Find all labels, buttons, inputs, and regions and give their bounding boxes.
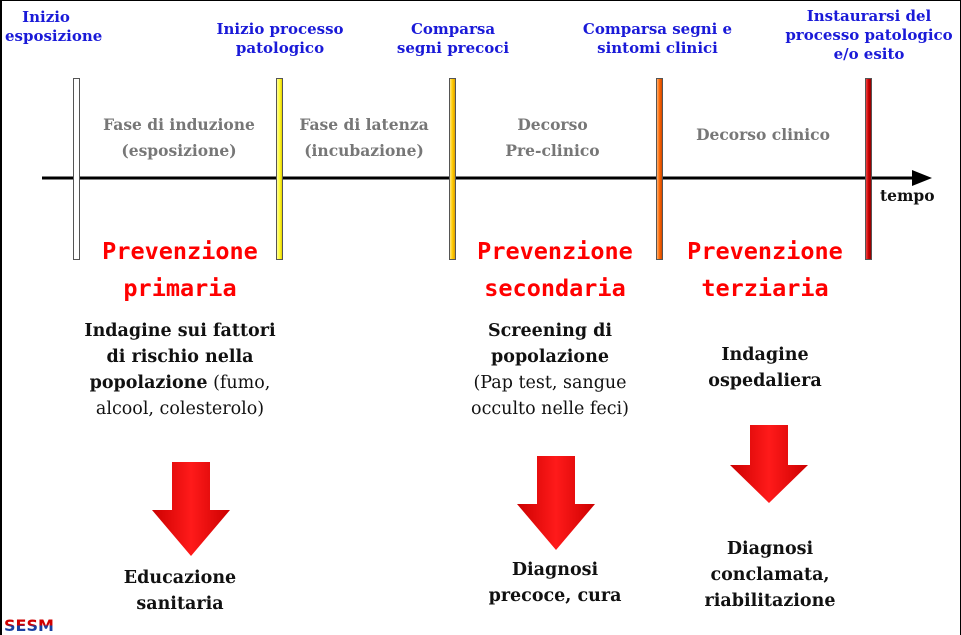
phase-preclinico: Decorso Pre-clinico xyxy=(505,115,600,160)
marker-inizio-esposizione xyxy=(73,78,80,260)
event-inizio-esposizione: Inizio esposizione xyxy=(5,8,103,45)
arrow-down-secondaria-icon xyxy=(517,456,595,550)
axis-label-tempo: tempo xyxy=(880,186,935,205)
heading-prevenzione-secondaria: Prevenzione secondaria xyxy=(477,237,633,302)
action-primaria: Indagine sui fattori di rischio nella po… xyxy=(55,318,305,422)
logo-text: SESM xyxy=(4,616,54,635)
phase-clinico: Decorso clinico xyxy=(696,125,830,144)
result-primaria: Educazione sanitaria xyxy=(123,568,237,614)
action-secondaria-bold: Screening di popolazione xyxy=(487,321,613,367)
marker-segni-clinici xyxy=(656,78,663,260)
result-secondaria: Diagnosi precoce, cura xyxy=(488,560,622,606)
event-esito: Instaurarsi del processo patologico e/o … xyxy=(785,7,953,63)
result-terziaria: Diagnosi conclamata, riabilitazione xyxy=(704,539,836,611)
action-terziaria: Indagine ospedaliera xyxy=(675,342,855,394)
marker-esito xyxy=(865,78,872,260)
event-segni-clinici: Comparsa segni e sintomi clinici xyxy=(582,20,733,57)
heading-prevenzione-primaria: Prevenzione primaria xyxy=(102,237,258,302)
heading-prevenzione-terziaria: Prevenzione terziaria xyxy=(687,237,843,302)
marker-segni-precoci xyxy=(449,78,456,260)
arrow-down-terziaria-icon xyxy=(730,425,808,503)
action-secondaria-plain: (Pap test, sangue occulto nelle feci) xyxy=(471,373,629,419)
event-segni-precoci: Comparsa segni precoci xyxy=(396,20,510,57)
event-inizio-processo: Inizio processo patologico xyxy=(216,20,344,57)
action-secondaria: Screening di popolazione (Pap test, sang… xyxy=(440,318,660,422)
phase-latenza: Fase di latenza (incubazione) xyxy=(299,115,429,160)
marker-inizio-processo xyxy=(276,78,283,260)
action-primaria-bold: Indagine sui fattori di rischio nella po… xyxy=(84,321,276,393)
logo: SESM xyxy=(4,616,54,635)
action-terziaria-bold: Indagine ospedaliera xyxy=(708,345,822,391)
arrow-down-primaria-icon xyxy=(152,462,230,556)
phase-induzione: Fase di induzione (esposizione) xyxy=(103,115,255,160)
action-primaria-plain: (fumo, alcool, colesterolo) xyxy=(95,373,271,419)
